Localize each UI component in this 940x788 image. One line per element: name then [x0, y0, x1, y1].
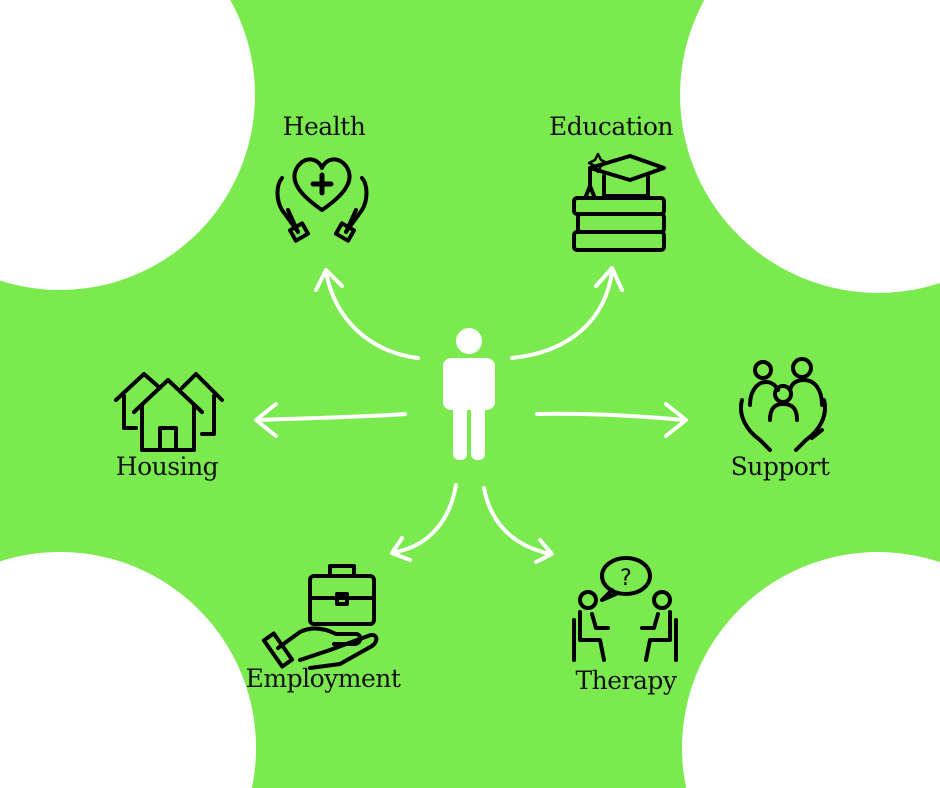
person-icon	[443, 328, 495, 460]
corner-circle-bottom-left	[0, 551, 257, 788]
graduation-books-icon	[572, 152, 666, 252]
corner-circle-top-right	[680, 0, 940, 293]
node-label-education: Education	[549, 112, 673, 141]
arrow-to-health	[314, 268, 420, 360]
node-label-support: Support	[730, 452, 830, 481]
heart-hands-icon	[275, 157, 369, 243]
corner-circle-bottom-right	[681, 552, 940, 788]
node-label-housing: Housing	[115, 452, 219, 481]
arrow-to-employment	[390, 483, 458, 562]
node-label-therapy: Therapy	[575, 666, 677, 695]
arrow-to-therapy	[482, 486, 554, 564]
briefcase-hand-icon	[261, 564, 379, 670]
counseling-icon: ?	[572, 556, 678, 662]
corner-circle-top-left	[0, 0, 255, 290]
arrow-to-education	[510, 266, 624, 360]
svg-text:?: ?	[620, 566, 632, 591]
node-label-employment: Employment	[245, 664, 401, 693]
family-hands-icon	[739, 357, 827, 452]
houses-icon	[114, 372, 224, 452]
arrow-to-support	[535, 402, 688, 438]
arrow-to-housing	[254, 402, 407, 438]
node-label-health: Health	[282, 112, 366, 141]
